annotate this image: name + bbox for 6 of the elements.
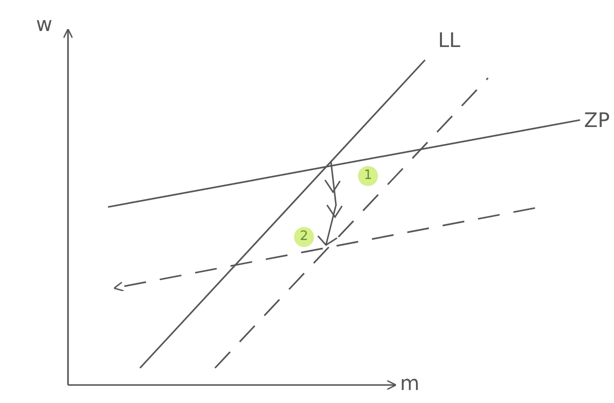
curve-label: ZP <box>584 110 610 130</box>
axis-label: w <box>36 14 52 34</box>
step-number: 1 <box>358 166 378 186</box>
step-number: 2 <box>294 227 314 247</box>
axis-label: m <box>400 373 420 393</box>
curve-label: LL <box>438 30 460 50</box>
